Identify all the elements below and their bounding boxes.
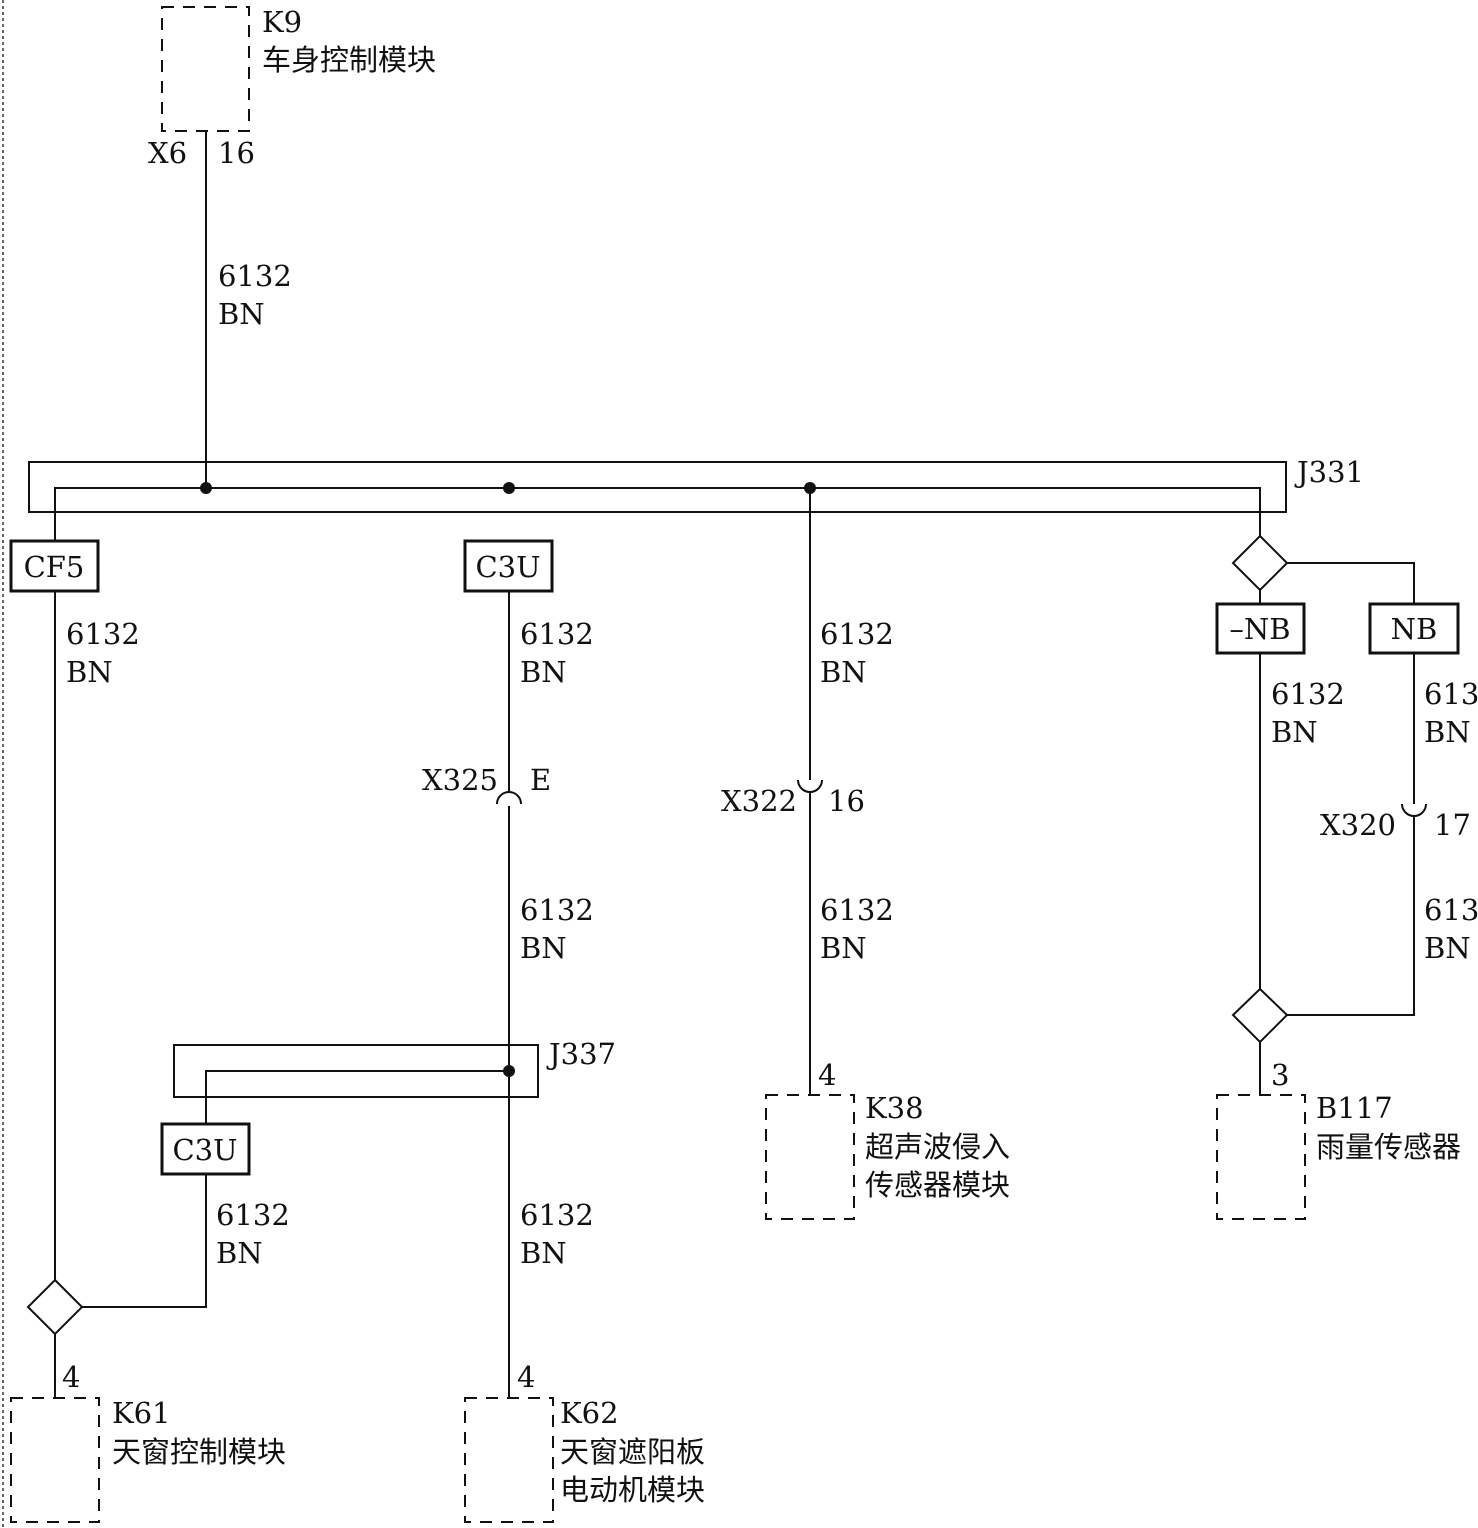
c3u-option-label: C3U [475,550,540,584]
k61-module-id: K61 [112,1396,171,1430]
splice-dot-k9 [200,482,212,494]
b117-module-box[interactable] [1216,1094,1306,1220]
c3u-option-box-2[interactable] [160,1122,251,1176]
nb-option-label: NB [1391,612,1438,646]
wire-circuit-label: 6132 [216,1198,290,1232]
k9-connector-pin: 16 [218,136,255,170]
nb-option-diamond-top [1231,534,1289,592]
k61-option-diamond [26,1278,84,1336]
nb-option-box[interactable] [1368,602,1460,655]
x322-connector-name: X322 [721,784,797,818]
j331-bus-wire[interactable] [54,487,1261,541]
x320-connector-name: X320 [1320,808,1396,842]
b117-option-diamond [1231,987,1289,1044]
wire-x320-diamond[interactable] [1287,816,1415,1016]
wire-diamond-nb[interactable] [1287,562,1415,604]
x322-connector-pin: 16 [828,784,865,818]
x325-connector-symbol[interactable] [496,791,522,805]
wire-color-label: BN [216,1236,263,1270]
k9-module-id: K9 [262,5,302,39]
wire-circuit-label: 6132 [520,1198,594,1232]
not-nb-option-box[interactable] [1215,602,1306,655]
j337-label: J337 [546,1037,616,1071]
k62-module-name-line2: 电动机模块 [560,1473,705,1507]
k61-module-name: 天窗控制模块 [112,1435,286,1469]
b117-pin: 3 [1271,1058,1289,1092]
wire-color-label: BN [1424,715,1471,749]
c3u-option-box[interactable] [463,539,554,593]
k61-pin: 4 [62,1360,80,1394]
k38-module-name-line2: 传感器模块 [865,1168,1010,1202]
wire-color-label: BN [66,655,113,689]
wire-color-label: BN [820,931,867,965]
cf5-option-label: CF5 [24,550,85,584]
wire-color-label: BN [218,297,265,331]
wire-color-label: BN [1271,715,1318,749]
k38-pin: 4 [818,1058,836,1092]
wire-circuit-label: 6132 [520,893,594,927]
j337-splice-pack[interactable] [173,1044,539,1098]
wire-color-label: BN [1424,931,1471,965]
wire-circuit-label: 6132 [1424,893,1478,927]
c3u-option-label-2: C3U [172,1133,237,1167]
wire-color-label: BN [820,655,867,689]
k38-module-box[interactable] [765,1094,855,1220]
wire-circuit-label: 6132 [66,617,140,651]
x325-connector-pin: E [530,763,551,797]
wire-circuit-label: 6132 [520,617,594,651]
x320-connector-pin: 17 [1434,808,1471,842]
k38-module-name-line1: 超声波侵入 [865,1130,1010,1164]
wire-color-label: BN [520,655,567,689]
k62-pin: 4 [517,1360,535,1394]
j337-bus-wire[interactable] [205,1070,509,1124]
splice-dot-c3u [503,482,515,494]
k61-module-box[interactable] [10,1397,100,1523]
k62-module-id: K62 [560,1396,619,1430]
x320-connector-symbol[interactable] [1401,803,1427,817]
j331-splice-pack[interactable] [28,461,1287,513]
wire-circuit-label: 6132 [820,893,894,927]
wire-circuit-label: 6132 [1424,677,1478,711]
j331-label: J331 [1294,455,1364,489]
x325-connector-name: X325 [422,763,498,797]
wire-circuit-label: 6132 [1271,677,1345,711]
cf5-option-box[interactable] [9,539,100,593]
k9-module-name: 车身控制模块 [262,43,436,77]
wire-circuit-label: 6132 [218,259,292,293]
splice-dot-j337 [503,1065,515,1077]
k9-connector-name: X6 [148,136,187,170]
k9-module-box[interactable] [161,6,250,132]
wire-c3u2-diamond[interactable] [82,1174,207,1308]
wire-color-label: BN [520,1236,567,1270]
b117-module-name: 雨量传感器 [1316,1130,1461,1164]
wire-circuit-label: 6132 [820,617,894,651]
k62-module-box[interactable] [464,1397,554,1523]
k62-module-name-line1: 天窗遮阳板 [560,1435,705,1469]
not-nb-option-label: –NB [1229,612,1290,646]
k38-module-id: K38 [865,1091,924,1125]
b117-module-id: B117 [1316,1091,1393,1125]
x322-connector-symbol[interactable] [797,779,823,793]
wire-color-label: BN [520,931,567,965]
